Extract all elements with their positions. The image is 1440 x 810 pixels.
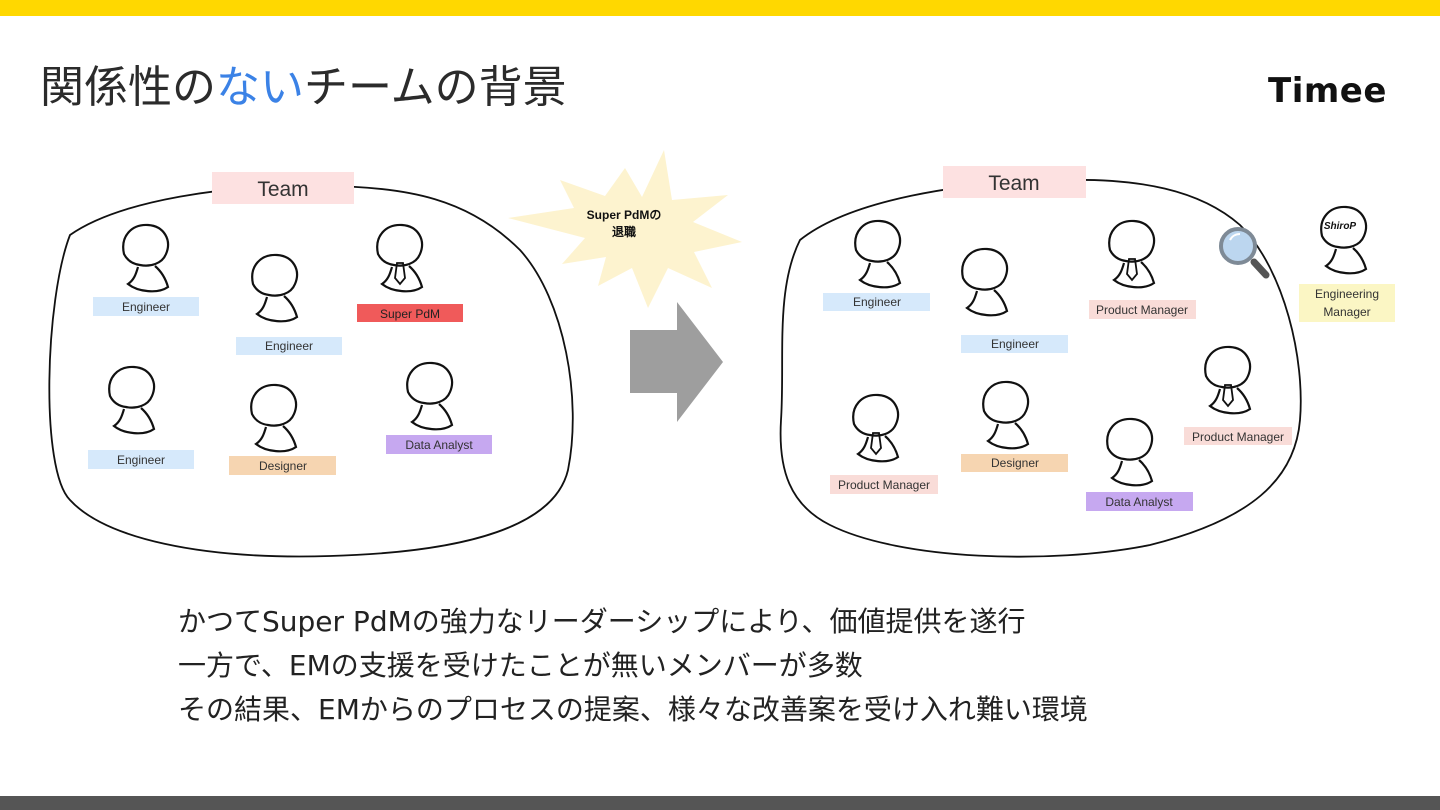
person-icon — [406, 361, 454, 431]
burst-shape — [508, 150, 742, 308]
role-label: Designer — [991, 456, 1039, 470]
team-label: Team — [257, 178, 308, 201]
timee-logo: Timee — [1268, 71, 1387, 111]
title-part: 関係性の — [40, 62, 216, 113]
role-tag — [386, 435, 492, 454]
title-accent: ない — [216, 62, 304, 113]
person-icon — [982, 380, 1030, 450]
body-line: かつてSuper PdMの強力なリーダーシップにより、価値提供を遂行 — [178, 605, 1026, 638]
role-tag — [961, 454, 1068, 472]
role-tag — [1184, 427, 1292, 445]
role-label: Designer — [259, 459, 307, 473]
person-icon — [251, 253, 299, 323]
team-boundary-before — [48, 184, 574, 558]
role-label: Product Manager — [1096, 303, 1188, 317]
role-tag — [93, 297, 199, 316]
bottom-bar — [0, 796, 1440, 810]
title-part: チームの背景 — [304, 62, 567, 113]
body-line: 一方で、EMの支援を受けたことが無いメンバーが多数 — [178, 649, 863, 682]
person-icon — [1204, 345, 1252, 415]
role-label: Engineer — [265, 339, 313, 353]
body-text: かつてSuper PdMの強力なリーダーシップにより、価値提供を遂行 一方で、E… — [178, 600, 1088, 732]
team-label-bg — [212, 172, 354, 204]
role-label: Engineer — [853, 295, 901, 309]
role-tag — [88, 450, 194, 469]
person-icon — [122, 223, 170, 293]
role-label: Data Analyst — [1105, 495, 1173, 509]
role-tag — [830, 475, 938, 494]
role-tag — [357, 304, 463, 322]
body-line: その結果、EMからのプロセスの提案、様々な改善案を受け入れ難い環境 — [178, 693, 1088, 726]
role-label: Engineer — [991, 337, 1039, 351]
slide-title: 関係性のないチームの背景 — [40, 58, 567, 118]
role-tag — [1089, 300, 1196, 319]
person-icon — [1320, 205, 1368, 275]
role-tag — [823, 293, 930, 311]
person-icon — [376, 223, 424, 293]
team-label-bg — [943, 166, 1086, 198]
role-tag — [236, 337, 342, 355]
role-tag — [229, 456, 336, 475]
person-icon — [108, 365, 156, 435]
person-icon — [250, 383, 298, 453]
role-label: Manager — [1323, 305, 1370, 319]
role-label: Product Manager — [838, 478, 930, 492]
person-icon — [961, 247, 1009, 317]
magnifier-icon — [1219, 227, 1270, 279]
role-label: Engineering — [1315, 287, 1379, 301]
person-icon — [854, 219, 902, 289]
role-label: Engineer — [117, 453, 165, 467]
person-icon — [852, 393, 900, 463]
person-icon — [1106, 417, 1154, 487]
role-label: Data Analyst — [405, 438, 473, 452]
person-icon — [1108, 219, 1156, 289]
role-tag — [1086, 492, 1193, 511]
badge-text: ShiroP — [1324, 221, 1357, 232]
transition-arrow — [630, 302, 723, 422]
team-label: Team — [988, 172, 1039, 195]
burst-text: 退職 — [612, 224, 636, 239]
burst-text: Super PdMの — [587, 208, 662, 222]
role-tag — [1299, 284, 1395, 322]
top-accent-bar — [0, 0, 1440, 16]
role-label: Engineer — [122, 300, 170, 314]
role-label: Product Manager — [1192, 430, 1284, 444]
role-tag — [961, 335, 1068, 353]
role-label: Super PdM — [380, 307, 440, 321]
